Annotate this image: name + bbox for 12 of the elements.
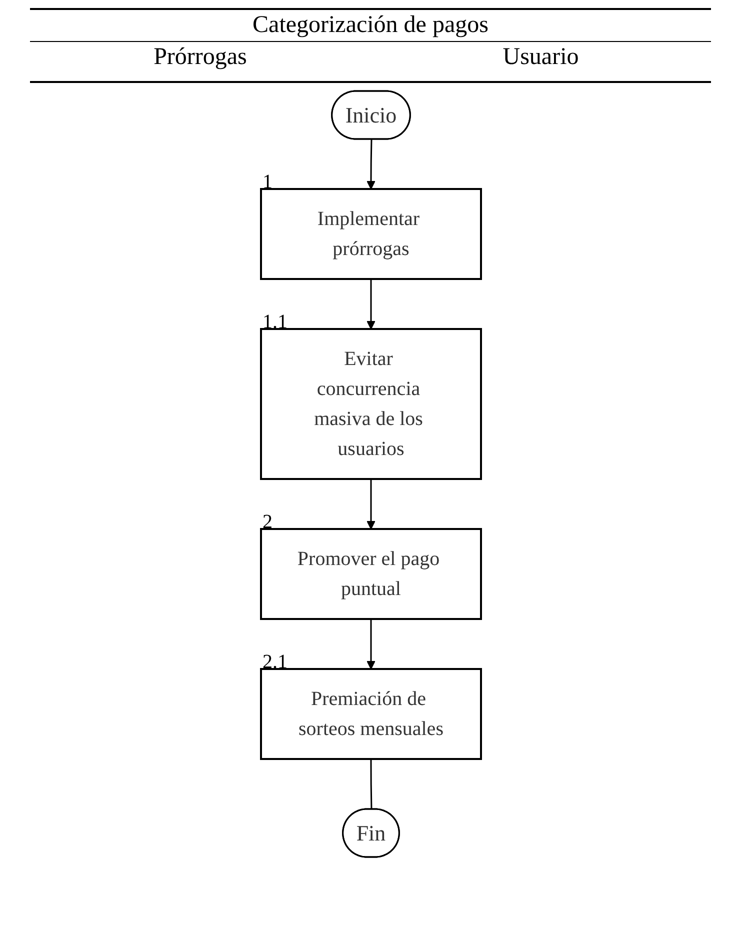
connector xyxy=(370,759,372,810)
arrow xyxy=(366,619,375,670)
arrow xyxy=(366,279,375,330)
arrow xyxy=(366,479,375,530)
node-box: Promover el pago puntual xyxy=(260,528,482,620)
column-header: Usuario xyxy=(502,44,580,71)
node-box: Implementar prórrogas xyxy=(260,188,482,280)
column-header: Prórrogas xyxy=(152,44,248,71)
arrow xyxy=(366,139,375,190)
node-box: Evitar concurrencia masiva de los usuarios xyxy=(260,328,482,480)
title: Categorización de pagos xyxy=(30,8,711,42)
node-box: Premiación de sorteos mensuales xyxy=(260,668,482,760)
